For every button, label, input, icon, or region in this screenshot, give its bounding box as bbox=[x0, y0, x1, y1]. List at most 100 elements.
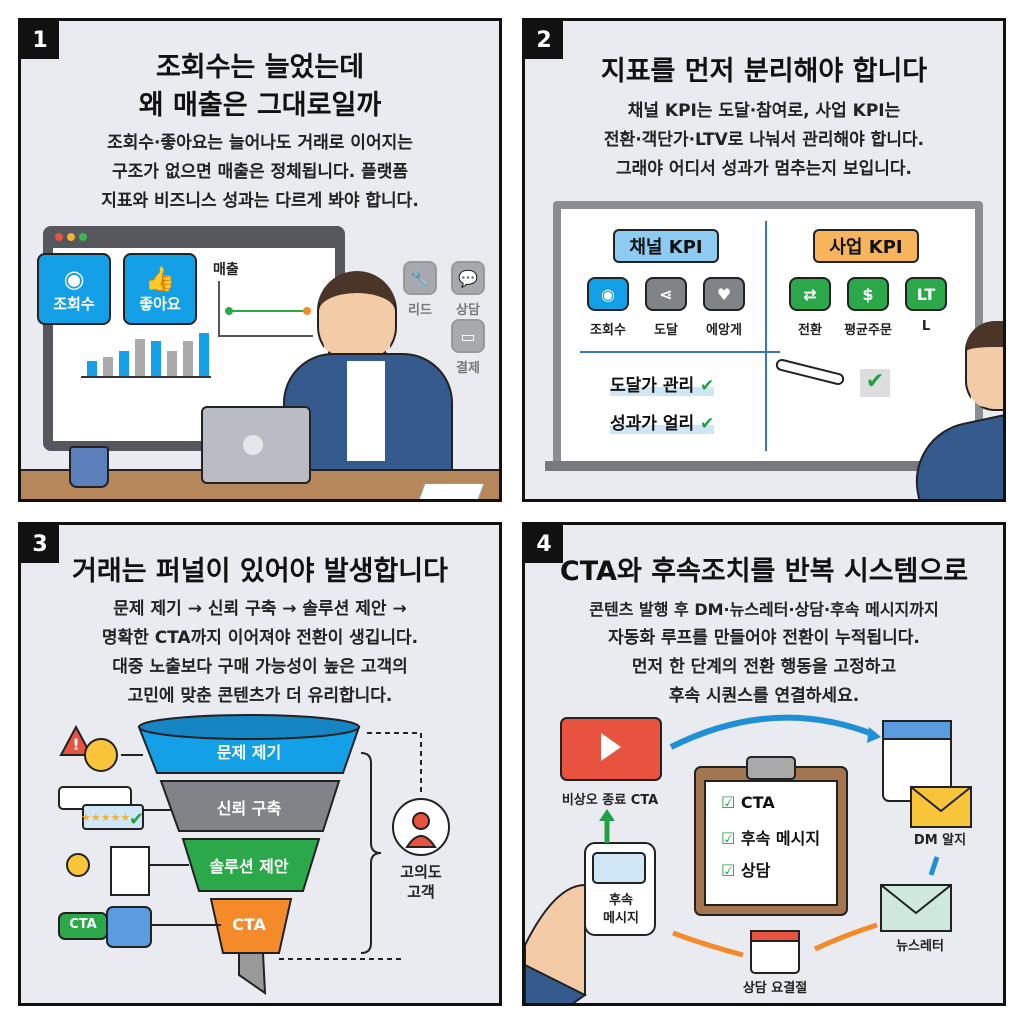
check-item: 성과가 얼리 ✔ bbox=[610, 409, 715, 434]
panel-number: 4 bbox=[525, 525, 563, 563]
funnel-spout bbox=[238, 952, 267, 995]
funnel-stage-4 bbox=[209, 898, 293, 954]
body-line: 구조가 없으면 매출은 정체됩니다. 플랫폼 bbox=[111, 162, 408, 182]
newsletter-icon bbox=[880, 884, 952, 932]
panel-title-line: 왜 매출은 그대로일까 bbox=[138, 90, 382, 121]
check-item: 도달가 관리 ✔ bbox=[610, 371, 715, 396]
divider bbox=[580, 351, 780, 353]
chat-icon: 💬 bbox=[451, 261, 485, 295]
body-line: 고민에 맞춘 콘텐츠가 더 유리합니다. bbox=[127, 686, 393, 706]
side-icon-label: 상담 bbox=[456, 303, 480, 318]
dollar-icon: $ bbox=[847, 277, 889, 311]
audience-label: 고의도 bbox=[400, 863, 442, 881]
whiteboard-tray bbox=[545, 461, 989, 471]
phone-call-icon bbox=[106, 906, 152, 948]
share-icon: ⋖ bbox=[645, 277, 687, 311]
dm-envelope-icon bbox=[910, 786, 972, 828]
panel-number: 1 bbox=[21, 21, 59, 59]
views-bubble: ◉ 조회수 bbox=[37, 253, 111, 325]
funnel-rim bbox=[138, 714, 360, 740]
funnel-label: 신뢰 구축 bbox=[216, 799, 282, 818]
check-icon: ✔ bbox=[129, 809, 144, 830]
arrow-booking-to-phone bbox=[672, 930, 744, 958]
body-line: 명확한 CTA까지 이어져야 전환이 생깁니다. bbox=[101, 628, 419, 648]
panel-4: 4 CTA와 후속조치를 반복 시스템으로 콘텐츠 발행 후 DM·뉴스레터·상… bbox=[522, 522, 1006, 1006]
panel-title-line: 조회수는 늘었는데 bbox=[155, 52, 365, 83]
panel-3: 3 거래는 퍼널이 있어야 발생합니다 문제 제기 → 신뢰 구축 → 솔루션 … bbox=[18, 522, 502, 1006]
body-line: 먼저 한 단계의 전환 행동을 고정하고 bbox=[631, 657, 897, 677]
sales-chart-label: 매출 bbox=[213, 262, 239, 278]
likes-label: 좋아요 bbox=[139, 294, 181, 313]
laptop-logo bbox=[243, 435, 263, 455]
thumbs-up-icon: 👍 bbox=[145, 264, 175, 293]
loop-diagram bbox=[525, 714, 972, 1003]
audience-label: 고객 bbox=[407, 883, 435, 901]
document-icon bbox=[110, 846, 150, 896]
body-line: 문제 제기 → 신뢰 구축 → 솔루션 제안 → bbox=[113, 599, 407, 619]
brace bbox=[360, 752, 382, 954]
body-line: 조회수·좋아요는 늘어나도 거래로 이어지는 bbox=[107, 133, 413, 153]
channel-kpi-tag: 채널 KPI bbox=[613, 229, 719, 263]
warning-icon bbox=[59, 724, 93, 756]
likes-bubble: 👍 좋아요 bbox=[123, 253, 197, 325]
business-kpi-tag: 사업 KPI bbox=[813, 229, 919, 263]
arrow-video-to-form bbox=[669, 714, 877, 750]
checkbox-icon: ☑ bbox=[721, 829, 736, 848]
video-cta-label: 비상오 종료 CTA bbox=[561, 793, 659, 808]
phone-label: 후속 bbox=[609, 893, 633, 908]
check-icon: ✔ bbox=[700, 376, 715, 396]
kpi-label: 에앙게 bbox=[706, 323, 742, 338]
funnel-label: 솔루션 제안 bbox=[209, 857, 289, 876]
body-line: 그래야 어디서 성과가 멈추는지 보입니다. bbox=[615, 159, 912, 179]
kpi-label: L bbox=[921, 319, 931, 334]
panel-1: 1 조회수는 늘었는데 왜 매출은 그대로일까 조회수·좋아요는 늘어나도 거래… bbox=[18, 18, 502, 502]
newsletter-label: 뉴스레터 bbox=[896, 939, 944, 954]
mug bbox=[69, 446, 109, 488]
arrow-dm-to-newsletter bbox=[928, 856, 940, 876]
divider bbox=[765, 221, 767, 451]
kpi-label: 전환 bbox=[798, 323, 822, 338]
dm-label: DM 알지 bbox=[913, 833, 967, 848]
kpi-label: 평균주문 bbox=[844, 323, 892, 338]
funnel-label: CTA bbox=[232, 915, 266, 934]
funnel-diagram: ★★★★★ ✔ ! bbox=[58, 714, 450, 995]
side-icon-label: 결제 bbox=[456, 361, 480, 376]
shirt bbox=[347, 361, 385, 461]
sleeve bbox=[525, 963, 587, 1003]
booking-label: 상담 요결절 bbox=[742, 981, 808, 996]
thinking-face-icon bbox=[84, 738, 118, 772]
side-icon-label: 리드 bbox=[408, 303, 432, 318]
panel-title-line: 거래는 퍼널이 있어야 발생합니다 bbox=[72, 556, 448, 587]
card-icon: ▭ bbox=[451, 319, 485, 353]
kpi-label: 도달 bbox=[654, 323, 678, 338]
checkbox-icon: ☑ bbox=[721, 793, 736, 812]
body-line: 후속 시퀀스를 연결하세요. bbox=[668, 686, 860, 706]
person-head bbox=[317, 271, 397, 363]
exclamation-icon: ! bbox=[72, 735, 79, 754]
stars-icon: ★★★★★ bbox=[81, 811, 130, 824]
hand bbox=[525, 883, 586, 996]
person-head bbox=[965, 321, 1003, 411]
bar-graphic bbox=[81, 333, 211, 378]
checklist-item: ☑ CTA bbox=[721, 793, 775, 812]
dashed-link bbox=[367, 732, 422, 795]
views-label: 조회수 bbox=[53, 294, 95, 313]
wrench-icon: 🔧 bbox=[403, 261, 437, 295]
message-icon bbox=[82, 804, 144, 830]
panel-title-line: CTA와 후속조치를 반복 시스템으로 bbox=[559, 556, 969, 587]
checklist-item: ☑ 후속 메시지 bbox=[721, 829, 821, 848]
body-line: 채널 KPI는 도달·참여로, 사업 KPI는 bbox=[627, 101, 901, 121]
lightbulb-icon bbox=[66, 853, 90, 877]
panel-number: 2 bbox=[525, 21, 563, 59]
checkbox-icon: ☑ bbox=[721, 861, 736, 880]
cta-tag-label: CTA bbox=[69, 917, 97, 932]
check-icon: ✔ bbox=[860, 369, 890, 397]
paper bbox=[417, 483, 485, 499]
panel-2: 2 지표를 먼저 분리해야 합니다 채널 KPI는 도달·참여로, 사업 KPI… bbox=[522, 18, 1006, 502]
ltv-icon: LT bbox=[905, 277, 947, 311]
body-line: 자동화 루프를 만들어야 전환이 누적됩니다. bbox=[608, 628, 920, 648]
funnel-label: 문제 제기 bbox=[216, 743, 282, 762]
arrow-newsletter-to-booking bbox=[813, 922, 878, 952]
phone-label: 메시지 bbox=[603, 911, 639, 926]
eye-icon: ◉ bbox=[587, 277, 629, 311]
